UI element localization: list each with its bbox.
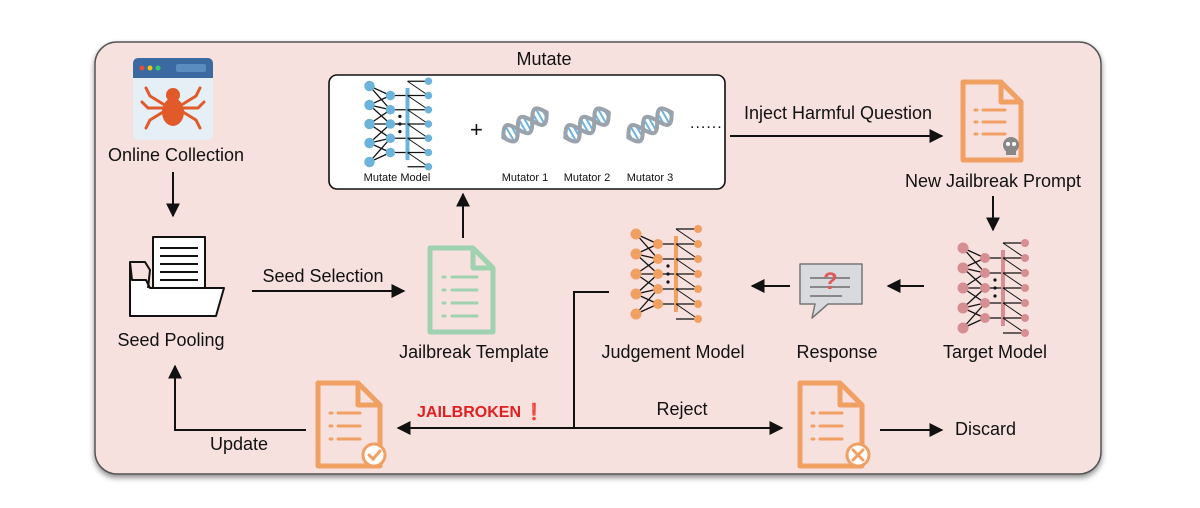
document-skull-icon <box>960 79 1024 163</box>
mutator-3-label: Mutator 3 <box>626 172 674 184</box>
response-label: Response <box>796 342 878 362</box>
document-cross-icon <box>797 380 871 469</box>
inject-harmful-question-label: Inject Harmful Question <box>743 103 933 123</box>
new-jailbreak-prompt-label: New Jailbreak Prompt <box>904 171 1082 191</box>
folder-documents-icon <box>129 236 225 317</box>
update-label: Update <box>209 434 269 454</box>
discard-label: Discard <box>955 419 1017 439</box>
jailbreak-template-label: Jailbreak Template <box>399 342 549 362</box>
mutator-1-dna-icon <box>501 106 549 144</box>
judgement-model-network-icon <box>630 225 702 323</box>
connector-judge-down <box>573 291 609 428</box>
mutator-1-label: Mutator 1 <box>501 172 549 184</box>
mutator-2-label: Mutator 2 <box>563 172 611 184</box>
mutator-2-dna-icon <box>563 106 611 144</box>
mutator-3-dna-icon <box>626 106 674 144</box>
document-check-icon <box>315 380 387 469</box>
plus-sign: + <box>470 117 483 142</box>
flow-arrows <box>166 129 1000 437</box>
question-mark-icon: ? <box>823 268 838 295</box>
online-collection-label: Online Collection <box>107 145 245 165</box>
reject-label: Reject <box>656 399 708 419</box>
judgement-model-label: Judgement Model <box>601 342 745 362</box>
mutate-model-network-icon <box>364 77 433 171</box>
mutate-model-label: Mutate Model <box>363 172 431 184</box>
speech-bubble-question-icon <box>799 263 863 319</box>
seed-selection-label: Seed Selection <box>262 266 384 286</box>
mutate-label: Mutate <box>516 49 572 69</box>
browser-spider-icon <box>133 58 213 140</box>
jailbroken-label: JAILBROKEN❗ <box>417 402 544 422</box>
ellipsis: ...... <box>690 115 723 132</box>
jailbroken-text: JAILBROKEN <box>417 404 522 421</box>
target-model-network-icon <box>957 239 1029 337</box>
arrow-update <box>168 364 306 431</box>
seed-pooling-label: Seed Pooling <box>117 330 225 350</box>
target-model-label: Target Model <box>942 342 1048 362</box>
exclamation-icon: ❗ <box>524 404 544 421</box>
document-icon <box>427 245 496 335</box>
